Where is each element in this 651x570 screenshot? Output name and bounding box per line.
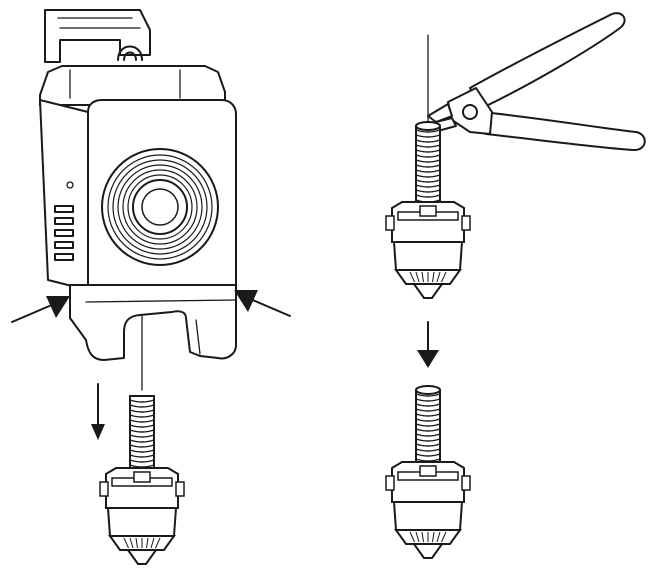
housing-side bbox=[39, 99, 89, 291]
nozzle-icon-right-top bbox=[385, 121, 471, 299]
print-head-assembly bbox=[39, 9, 237, 361]
arrow-icon-right-clip bbox=[234, 290, 291, 317]
fan-icon bbox=[101, 148, 219, 266]
lower-skirt bbox=[69, 284, 237, 361]
pliers-icon bbox=[427, 12, 646, 151]
arrow-icon-remove bbox=[417, 321, 439, 368]
top-bracket bbox=[44, 9, 151, 63]
arrow-icon-pull-down bbox=[91, 383, 105, 440]
side-vents bbox=[54, 205, 74, 261]
nozzle-icon-right-bottom bbox=[385, 385, 471, 559]
arrow-icon-left-clip bbox=[11, 296, 70, 323]
nozzle-icon-left bbox=[99, 395, 185, 565]
